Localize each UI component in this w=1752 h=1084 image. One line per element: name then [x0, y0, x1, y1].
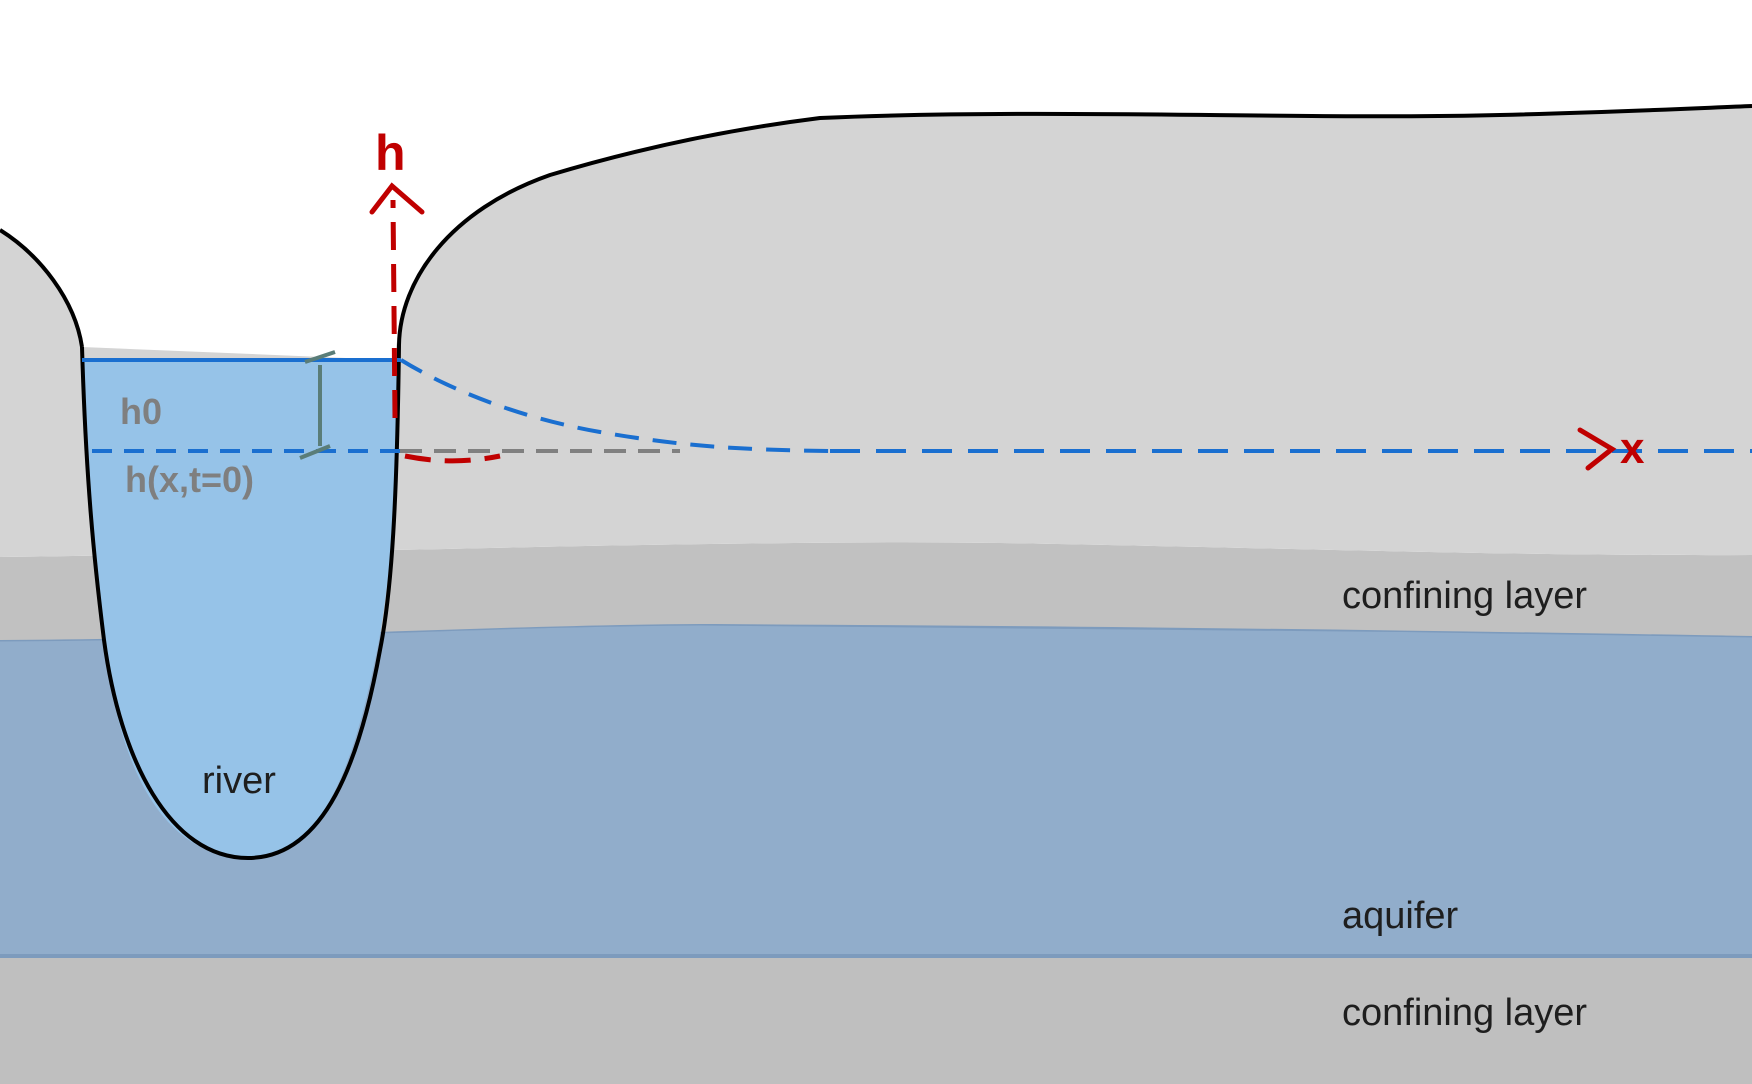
river-label: river: [202, 760, 276, 802]
x-axis-label: x: [1620, 424, 1645, 473]
aquifer-label: aquifer: [1342, 895, 1459, 937]
x-axis-arrowhead: [1577, 427, 1617, 471]
h-axis-line: [390, 199, 398, 419]
river-bed-outline: [80, 344, 401, 861]
initial-head-label: h(x,t=0): [125, 459, 254, 500]
x-axis-origin-tick: [404, 453, 501, 464]
ground-surface-fill: [0, 106, 1752, 557]
h-axis-label: h: [375, 125, 406, 181]
ground-surface-line-right: [397, 104, 1752, 346]
river-water: [82, 360, 400, 858]
water-table-curve: [399, 358, 831, 453]
h0-bracket: [299, 350, 336, 460]
ground-surface-line: [0, 228, 84, 348]
h0-label: h0: [120, 391, 162, 432]
bottom-confining-layer: [0, 955, 1752, 1084]
aquifer-layer: [0, 624, 1752, 956]
top-confining-layer: [0, 542, 1752, 640]
confining-layer-top-label: confining layer: [1342, 575, 1587, 617]
h-axis-arrowhead: [369, 182, 425, 215]
confining-layer-bottom-label: confining layer: [1342, 992, 1587, 1034]
